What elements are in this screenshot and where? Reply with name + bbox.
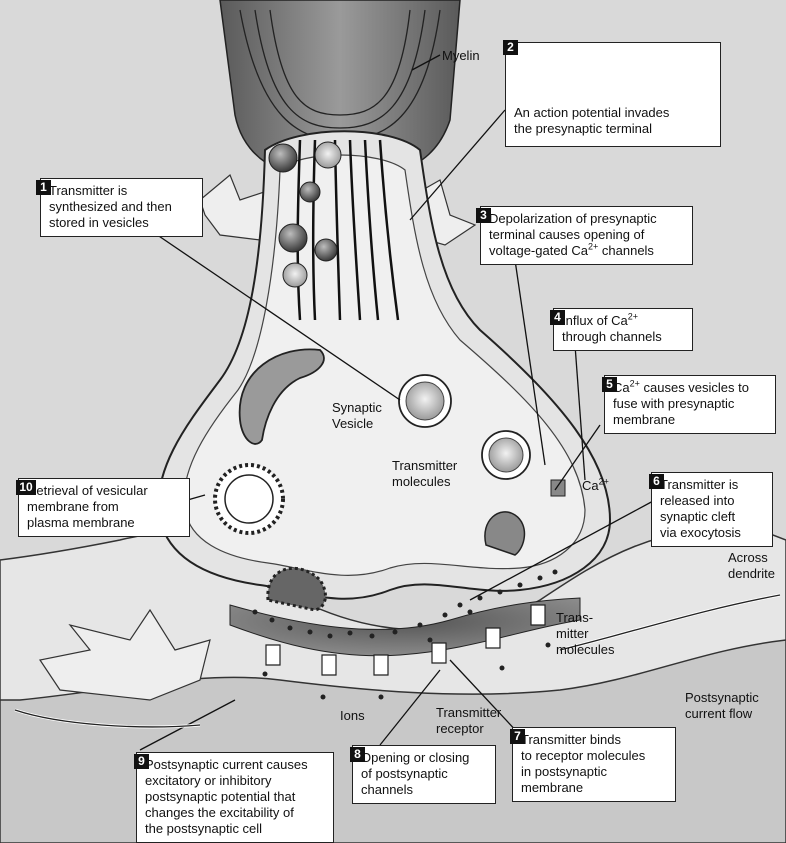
step-2-number: 2 bbox=[503, 40, 518, 55]
step-5-number: 5 bbox=[602, 377, 617, 392]
label-across-dendrite: Across dendrite bbox=[728, 550, 775, 581]
step-5-callout: Ca2+ causes vesicles to fuse with presyn… bbox=[604, 375, 776, 434]
glial-cell-left bbox=[39, 608, 211, 701]
fusing-vesicle bbox=[484, 511, 526, 556]
transmitter-molecules bbox=[252, 569, 558, 700]
label-postsynaptic-current-flow: Postsynaptic current flow bbox=[685, 690, 759, 721]
label-ca-channel: Ca2+ bbox=[582, 476, 609, 493]
receptors bbox=[265, 604, 546, 676]
step-4-callout: Influx of Ca2+ through channels bbox=[553, 308, 693, 351]
vesicle-ball bbox=[278, 223, 308, 253]
step-7-number: 7 bbox=[510, 729, 525, 744]
step-10-number: 10 bbox=[16, 480, 36, 495]
label-myelin: Myelin bbox=[442, 48, 480, 63]
label-trans-mitter-molecules: Trans- mitter molecules bbox=[556, 610, 615, 657]
step-9-number: 9 bbox=[134, 754, 149, 769]
vesicle-filled bbox=[282, 262, 308, 288]
vesicle-filled bbox=[314, 141, 342, 169]
step-1-number: 1 bbox=[36, 180, 51, 195]
label-transmitter-molecules: Transmitter molecules bbox=[392, 458, 458, 489]
callout-pointers bbox=[139, 54, 656, 751]
vesicle-ball bbox=[299, 181, 321, 203]
step-6-number: 6 bbox=[649, 474, 664, 489]
label-synaptic-vesicle: Synaptic Vesicle bbox=[332, 400, 382, 431]
label-transmitter-receptor: Transmitter receptor bbox=[436, 705, 502, 736]
vesicle-ball bbox=[268, 143, 298, 173]
ca-channel bbox=[550, 479, 566, 497]
mitochondrion bbox=[238, 348, 325, 445]
coated-pit bbox=[266, 566, 327, 612]
step-3-number: 3 bbox=[476, 208, 491, 223]
synaptic-cleft bbox=[229, 597, 581, 657]
vesicle-ball bbox=[314, 238, 338, 262]
label-ions: Ions bbox=[340, 708, 365, 723]
glial-cell-upper-left bbox=[199, 174, 271, 241]
neurofilaments bbox=[296, 139, 400, 321]
step-4-number: 4 bbox=[550, 310, 565, 325]
step-8-number: 8 bbox=[350, 747, 365, 762]
